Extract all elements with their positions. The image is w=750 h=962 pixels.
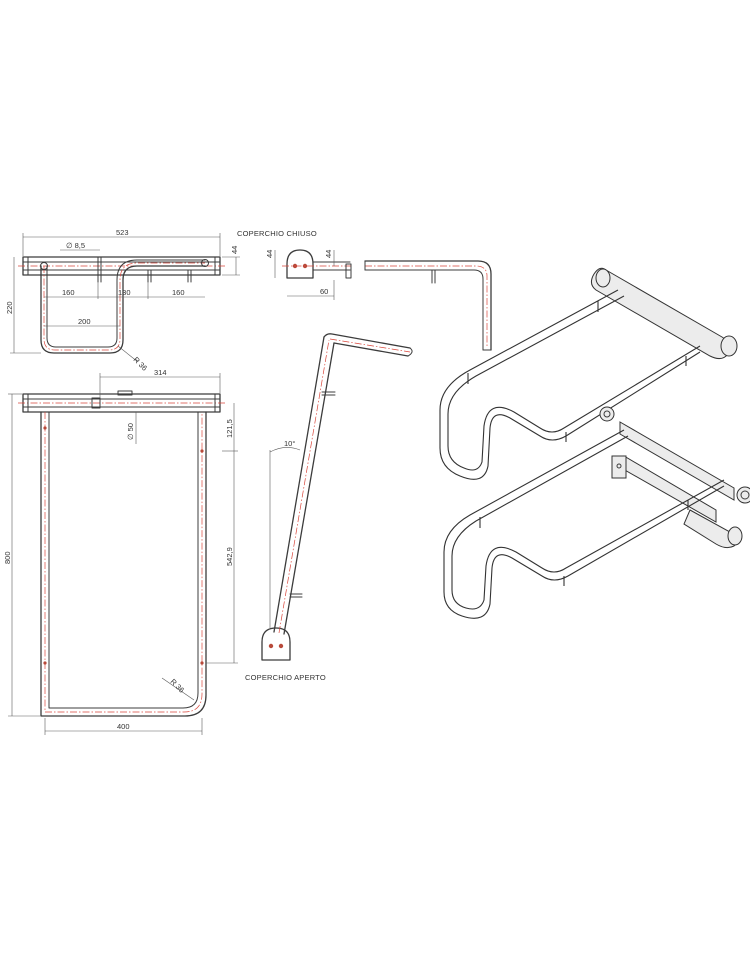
dim-130: 130	[118, 288, 131, 297]
top-rod-path	[40, 265, 206, 354]
side-closed-view: COPERCHIO CHIUSO 44 44 60	[237, 229, 492, 351]
dim-r36-bottom: R 36	[169, 677, 187, 695]
isometric-exploded	[443, 406, 750, 619]
dim-angle-10: 10°	[284, 439, 295, 448]
dim-800: 800	[3, 551, 12, 564]
dim-121-5: 121,5	[225, 419, 234, 438]
dim-60: 60	[320, 287, 328, 296]
label-coperchio-aperto: COPERCHIO APERTO	[245, 673, 326, 682]
dim-diameter-8-5: ∅ 8,5	[66, 241, 85, 250]
label-coperchio-chiuso: COPERCHIO CHIUSO	[237, 229, 317, 238]
dim-400: 400	[117, 722, 130, 731]
front-frame-outer	[40, 411, 207, 717]
dim-diameter-50: ∅ 50	[126, 423, 135, 440]
dim-523: 523	[116, 228, 129, 237]
dim-200: 200	[78, 317, 91, 326]
dim-542-9: 542,9	[225, 547, 234, 566]
side-open-view: 10° COPERCHIO APERTO	[245, 333, 413, 682]
isometric-closed	[439, 267, 738, 480]
top-plan-view: 523 ∅ 8,5 44 220 160 130 160 200 R 36	[5, 228, 240, 373]
dim-44-side: 44	[265, 250, 274, 258]
front-frame-view: 314 ∅ 50 800 121,5 542,9 R 36 400	[3, 368, 238, 735]
dim-160-left: 160	[62, 288, 75, 297]
dim-44-top: 44	[230, 246, 239, 254]
dim-314: 314	[154, 368, 167, 377]
svg-text:44: 44	[324, 250, 333, 258]
dim-160-right: 160	[172, 288, 185, 297]
dim-220: 220	[5, 301, 14, 314]
dim-r36-top: R 36	[132, 355, 150, 373]
